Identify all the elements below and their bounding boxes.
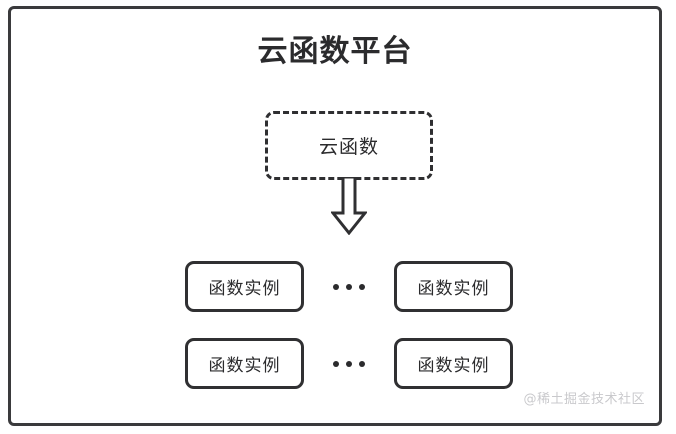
ellipsis-dot <box>333 360 339 367</box>
function-instance-label: 函数实例 <box>417 279 490 299</box>
page-title: 云函数平台 <box>257 34 413 69</box>
ellipsis-dot <box>333 283 339 290</box>
ellipsis-dot <box>346 283 352 290</box>
function-instance-label: 函数实例 <box>208 356 281 376</box>
instance-row: 函数实例 函数实例 <box>185 338 513 389</box>
ellipsis-dot <box>346 360 352 367</box>
function-instance-box[interactable]: 函数实例 <box>185 338 304 389</box>
function-instance-label: 函数实例 <box>417 356 490 376</box>
ellipsis-icon <box>333 360 365 367</box>
function-instance-label: 函数实例 <box>208 279 281 299</box>
cloud-function-node[interactable]: 云函数 <box>265 111 433 180</box>
watermark: @稀土掘金技术社区 <box>523 392 645 407</box>
ellipsis-dot <box>359 360 365 367</box>
ellipsis-dot <box>359 283 365 290</box>
function-instance-box[interactable]: 函数实例 <box>394 338 513 389</box>
down-block-arrow-icon <box>329 175 369 236</box>
cloud-function-label: 云函数 <box>318 136 379 158</box>
instance-row: 函数实例 函数实例 <box>185 261 513 312</box>
function-instance-box[interactable]: 函数实例 <box>394 261 513 312</box>
function-instance-box[interactable]: 函数实例 <box>185 261 304 312</box>
ellipsis-icon <box>333 283 365 290</box>
cloud-function-platform-frame: 云函数平台 云函数 函数实例 函数实例 函数实例 <box>8 6 662 426</box>
